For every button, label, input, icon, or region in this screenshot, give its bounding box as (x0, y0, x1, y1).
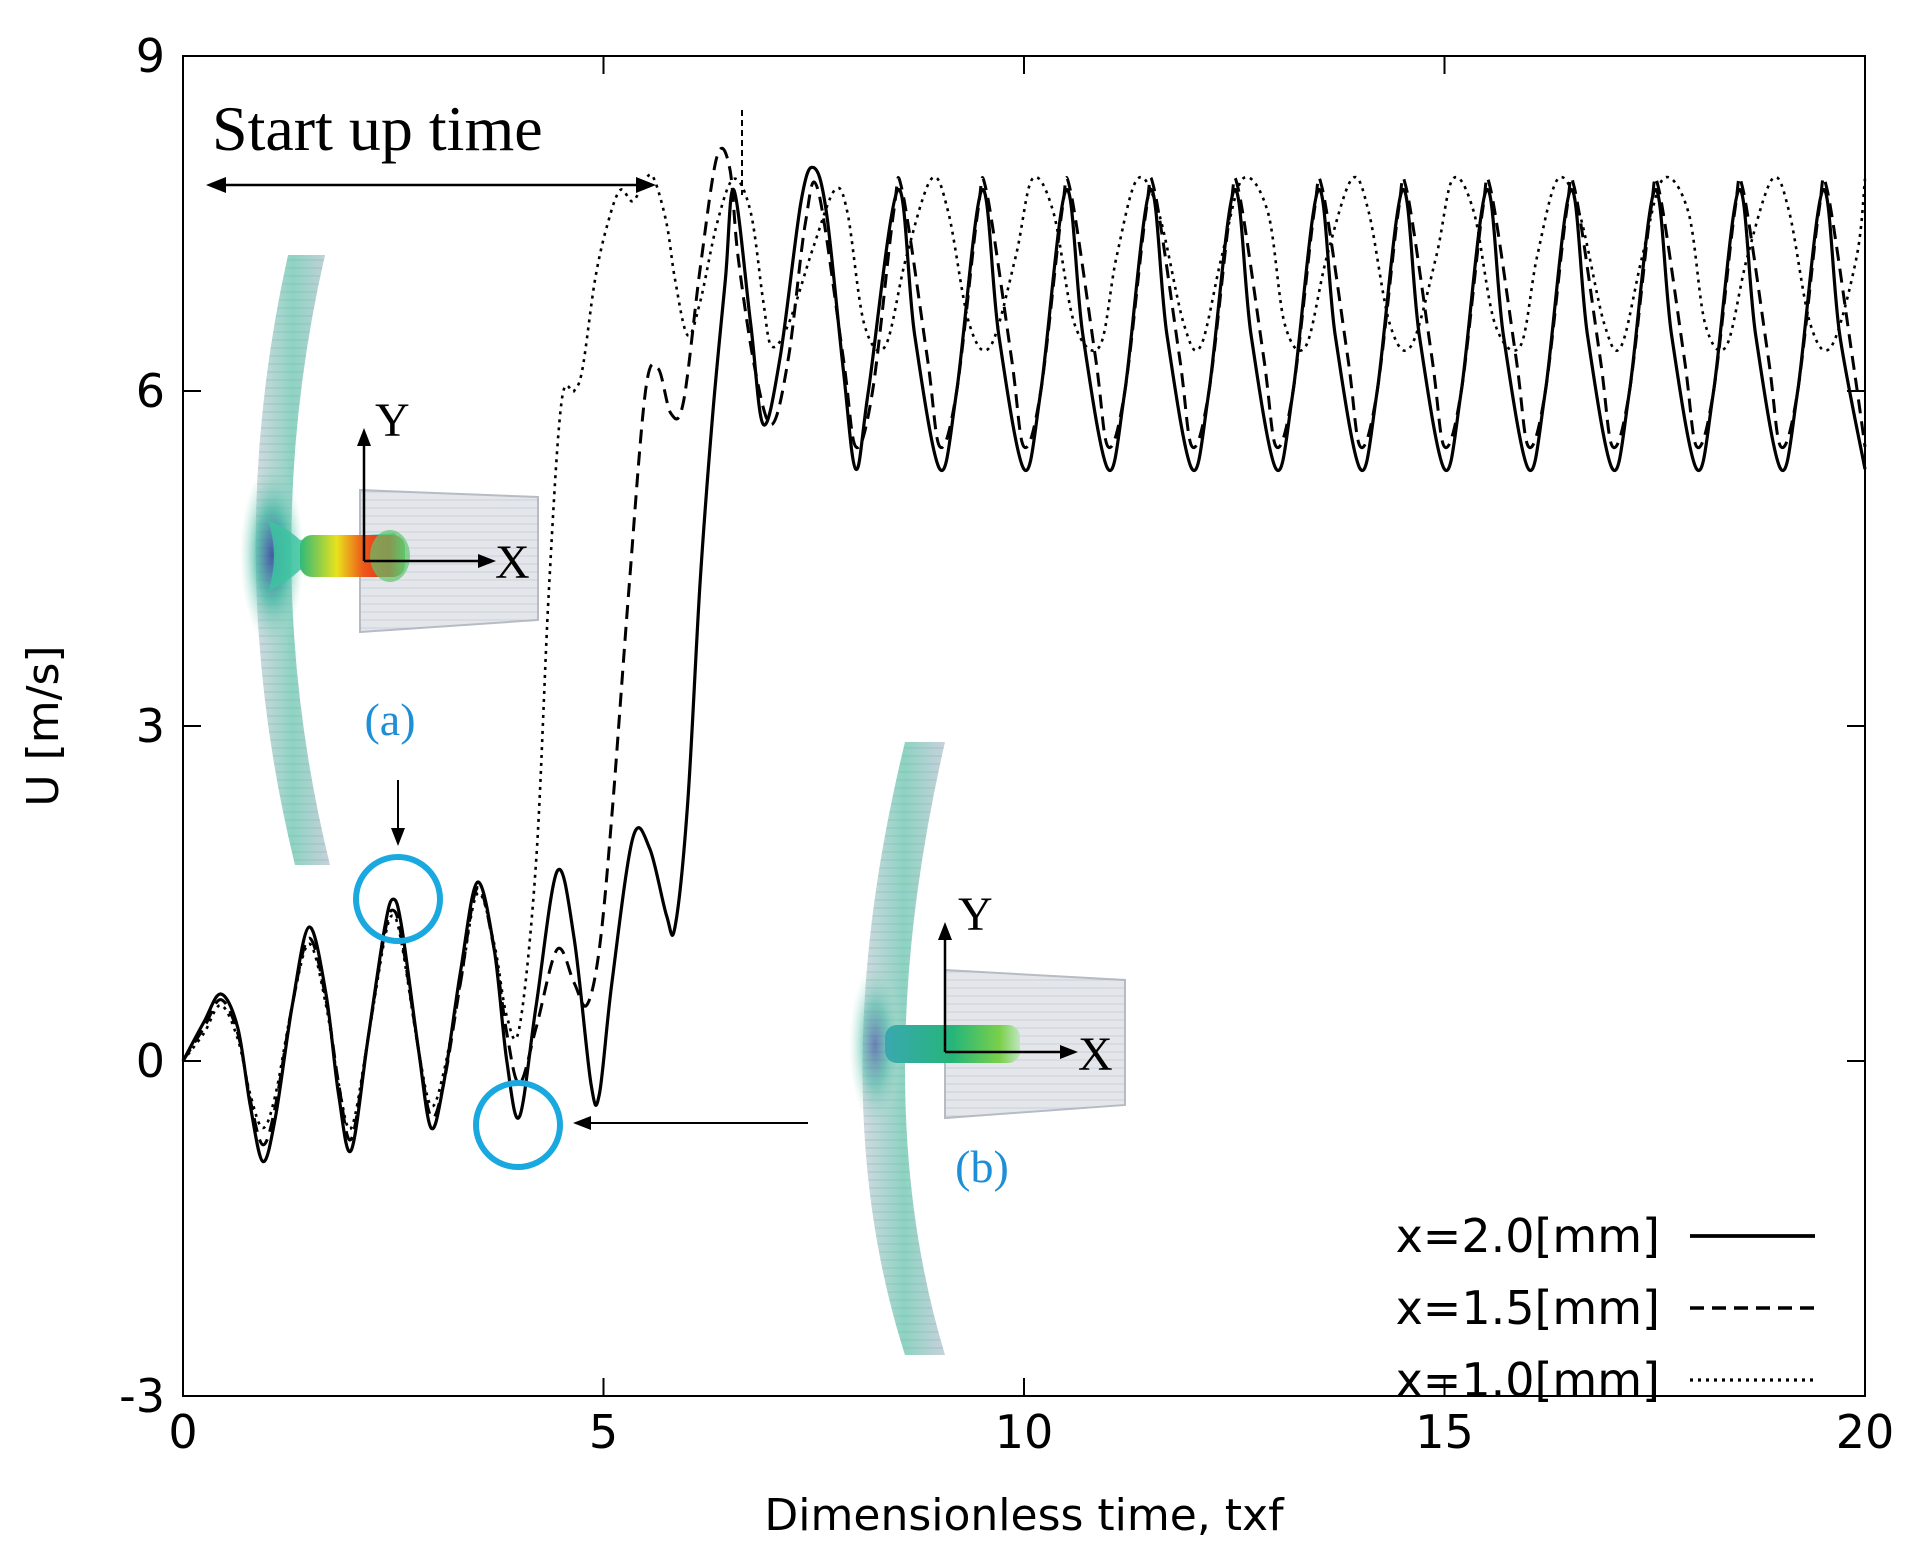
x-axis-title: Dimensionless time, txf (764, 1490, 1285, 1541)
pointer-arrow-a (391, 780, 405, 846)
x-tick-label: 20 (1836, 1405, 1895, 1459)
y-tick-label: 6 (136, 364, 165, 418)
x-tick-label: 5 (589, 1405, 618, 1459)
inset-b-axes (938, 922, 1078, 1059)
inset-b-label: (b) (955, 1141, 1009, 1192)
x-tick-label: 15 (1415, 1405, 1474, 1459)
y-tick-label: -3 (119, 1369, 165, 1423)
legend-label: x=1.5[mm] (1396, 1281, 1660, 1335)
pointer-arrow-b (573, 1116, 808, 1130)
marker-circle-a (353, 854, 443, 944)
start-up-time-arrow (206, 177, 656, 193)
inset-b-y-label: Y (958, 888, 993, 941)
inset-a-label: (a) (364, 694, 415, 745)
start-up-time-label: Start up time (212, 93, 543, 164)
series-layer (181, 146, 1867, 1164)
legend-label: x=1.0[mm] (1396, 1353, 1660, 1407)
inset-a-y-label: Y (375, 394, 410, 447)
marker-circle-b (473, 1080, 563, 1170)
x-tick-label: 0 (168, 1405, 197, 1459)
y-tick-label: 9 (136, 29, 165, 83)
plot-area (182, 55, 1866, 1397)
x-axis: 0 5 10 15 20 (168, 56, 1894, 1459)
y-axis: -3 0 3 6 9 (119, 29, 1865, 1423)
y-axis-title: U [m/s] (18, 645, 69, 806)
legend: x=2.0[mm] x=1.5[mm] x=1.0[mm] (1396, 1209, 1815, 1407)
x-tick-label: 10 (995, 1405, 1054, 1459)
y-tick-label: 3 (136, 699, 165, 753)
y-tick-label: 0 (136, 1034, 165, 1088)
inset-a-axes (357, 428, 496, 568)
legend-label: x=2.0[mm] (1396, 1209, 1660, 1263)
inset-b-x-label: X (1078, 1028, 1113, 1081)
inset-a-x-label: X (495, 536, 530, 589)
inset-b-flow-field (849, 742, 1126, 1355)
series-line-2 (181, 146, 1867, 1147)
